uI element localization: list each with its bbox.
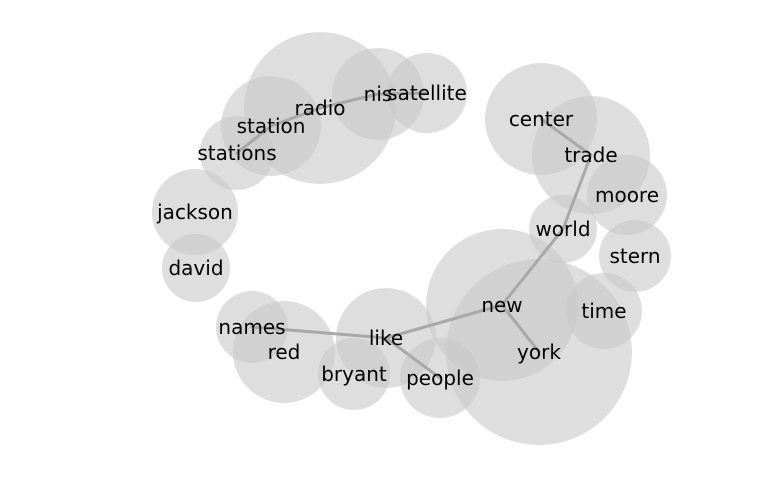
edge-station-stations — [235, 124, 273, 155]
edge-center-trade — [539, 117, 593, 157]
word-label-moore: moore — [595, 183, 659, 207]
word-label-people: people — [406, 366, 474, 390]
word-label-stations: stations — [197, 141, 276, 165]
word-label-radio: radio — [295, 96, 346, 120]
word-label-like: like — [369, 326, 403, 350]
bubble-bryant — [318, 338, 390, 410]
word-label-world: world — [535, 217, 590, 241]
word-label-time: time — [581, 299, 626, 323]
edge-new-like — [384, 303, 504, 340]
word-label-red: red — [268, 340, 301, 364]
edge-nis-satellite — [376, 91, 429, 96]
edge-new-york — [500, 303, 541, 354]
word-label-trade: trade — [564, 143, 617, 167]
edge-like-people — [384, 336, 442, 380]
word-label-station: station — [237, 114, 306, 138]
word-label-york: york — [517, 340, 561, 364]
bubble-moore — [587, 155, 667, 235]
word-label-bryant: bryant — [321, 362, 387, 386]
word-label-new: new — [481, 293, 522, 317]
edge-world-new — [500, 227, 565, 307]
edge-layer — [235, 91, 593, 380]
word-label-names: names — [218, 315, 285, 339]
word-label-nis: nis — [364, 82, 393, 106]
word-label-center: center — [509, 107, 574, 131]
word-label-stern: stern — [609, 244, 660, 268]
bubble-jackson — [152, 169, 238, 255]
word-label-jackson: jackson — [156, 200, 233, 224]
word-label-david: david — [168, 256, 223, 280]
edge-radio-nis — [318, 92, 380, 110]
word-label-satellite: satellite — [387, 81, 467, 105]
edge-radio-station — [269, 106, 322, 128]
bubble-stern — [599, 220, 671, 292]
edge-like-names — [250, 325, 388, 340]
bubble-david — [162, 234, 230, 302]
edge-trade-world — [561, 153, 593, 231]
